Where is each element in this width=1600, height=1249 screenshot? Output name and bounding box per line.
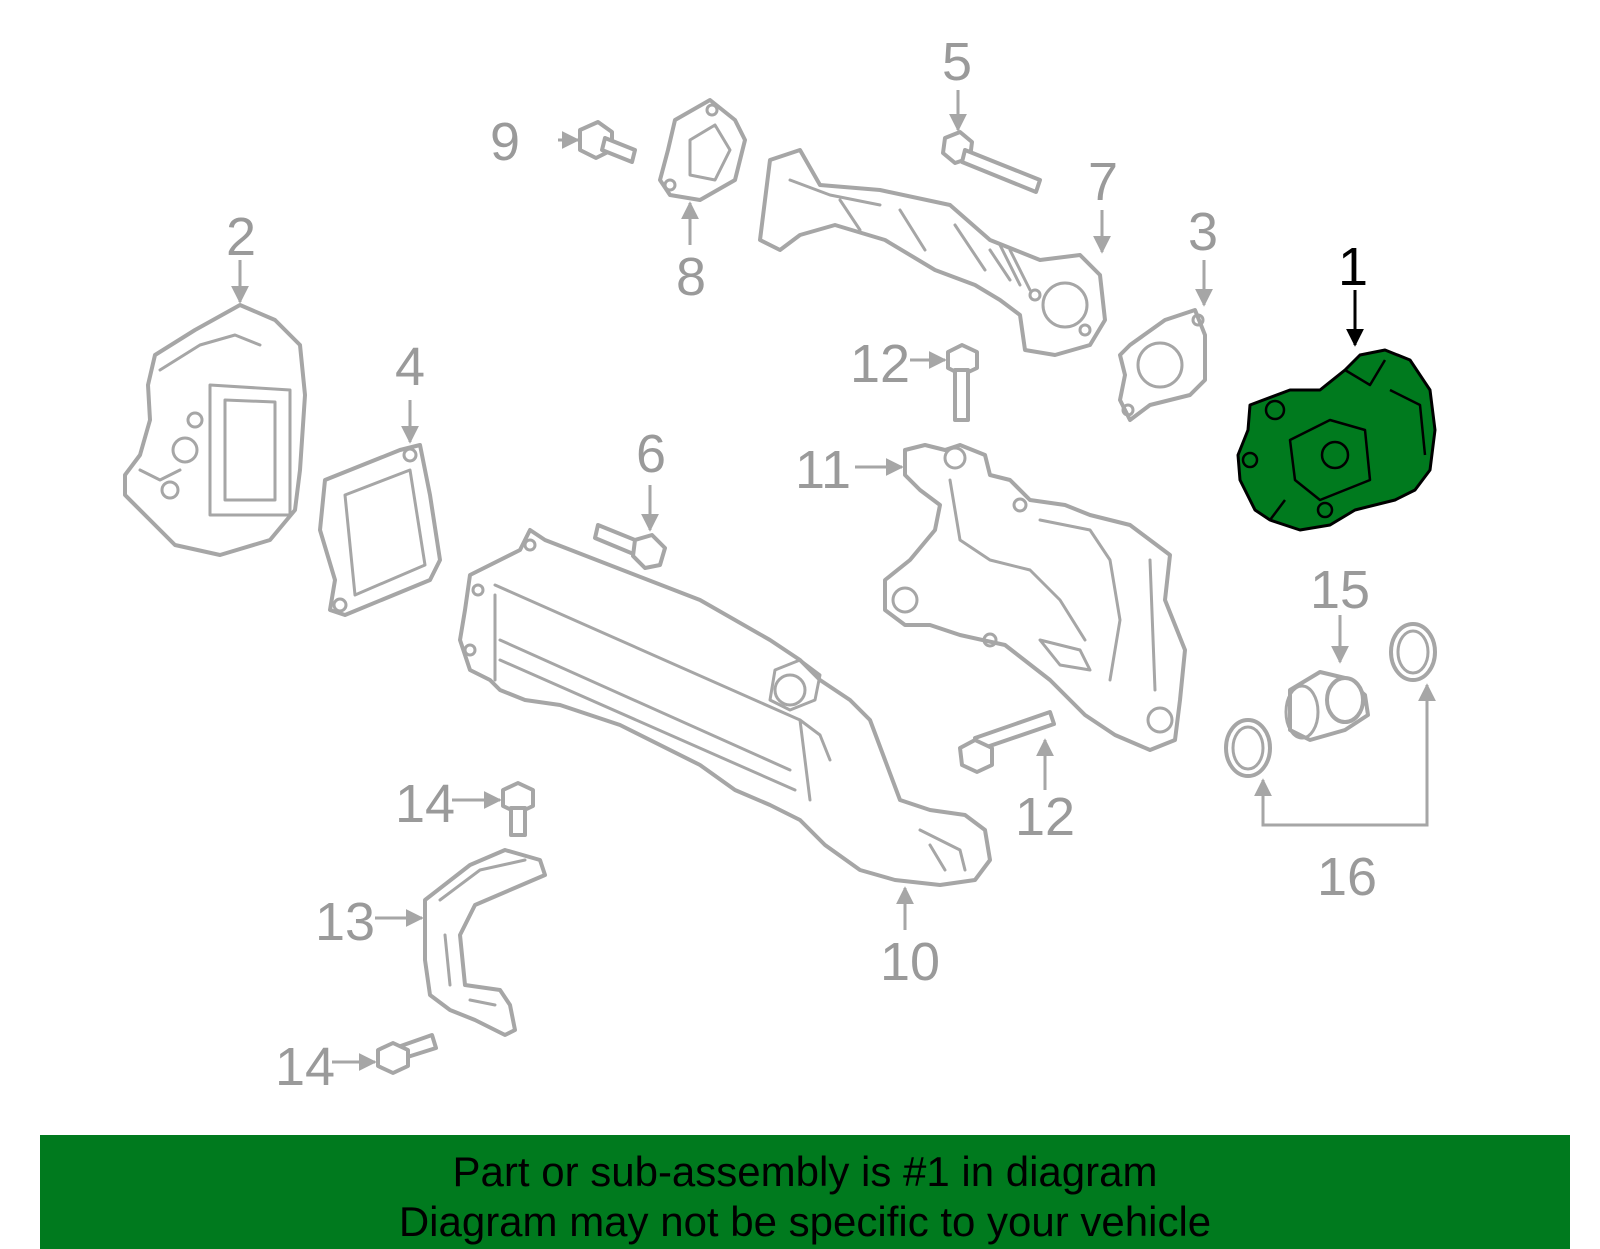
- callout-15: 15: [1310, 560, 1370, 620]
- part-4-gasket: [318, 443, 442, 617]
- part-2-throttle-body: [123, 303, 307, 557]
- part-10-egr-cooler: [458, 528, 992, 887]
- callout-14-lower: 14: [275, 1037, 335, 1097]
- callout-6: 6: [636, 424, 666, 484]
- part-6-bolt: [593, 523, 667, 570]
- callout-10: 10: [880, 932, 940, 992]
- leader-lines: [231, 90, 1436, 1071]
- callout-7: 7: [1088, 152, 1118, 212]
- part-12-bolt-lower: [958, 710, 1056, 774]
- part-3-gasket: [1118, 308, 1207, 422]
- part-15-tube: [1284, 670, 1370, 742]
- callout-12-lower: 12: [1015, 787, 1075, 847]
- part-14-bolt-upper: [501, 781, 535, 837]
- callout-2: 2: [226, 207, 256, 267]
- part-11-housing: [883, 443, 1187, 752]
- callout-14-upper: 14: [395, 774, 455, 834]
- callout-16: 16: [1317, 847, 1377, 907]
- part-5-bolt: [941, 130, 1042, 194]
- callout-11: 11: [795, 440, 851, 500]
- part-12-bolt-upper: [946, 343, 979, 422]
- part-14-bolt-lower: [376, 1033, 438, 1075]
- callout-labels: 1 2 3 4 5 6 7 8 9 10 11 12 12 13 14 14 1…: [226, 32, 1377, 1097]
- part-8-gasket: [658, 98, 747, 202]
- callout-12-upper: 12: [850, 334, 910, 394]
- part-16-o-rings: [1224, 622, 1437, 778]
- callout-4: 4: [395, 337, 425, 397]
- callout-1: 1: [1338, 237, 1368, 297]
- banner-line-1: Part or sub-assembly is #1 in diagram: [452, 1148, 1158, 1195]
- part-7-egr-pipe: [758, 148, 1107, 357]
- part-1-egr-valve-highlighted: [1236, 348, 1437, 532]
- callout-9: 9: [490, 112, 520, 172]
- banner-line-2: Diagram may not be specific to your vehi…: [398, 1198, 1212, 1245]
- callout-8: 8: [676, 247, 706, 307]
- callout-13: 13: [315, 892, 375, 952]
- callout-3: 3: [1188, 202, 1218, 262]
- info-banner: Part or sub-assembly is #1 in diagram Di…: [40, 1135, 1570, 1249]
- callout-5: 5: [942, 32, 972, 92]
- part-9-bolt: [578, 120, 637, 164]
- part-13-bracket: [423, 848, 547, 1037]
